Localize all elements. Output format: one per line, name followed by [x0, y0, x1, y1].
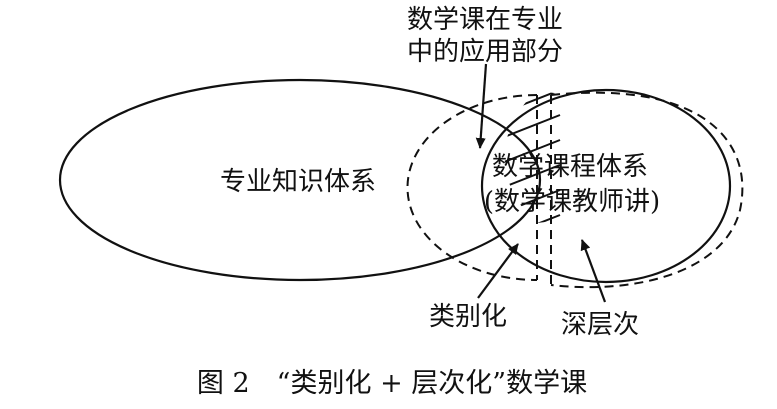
- label-application-line1: 数学课在专业: [407, 5, 563, 35]
- category-dashed-boundary: [406, 94, 538, 281]
- label-application-line2: 中的应用部分: [407, 37, 563, 67]
- depth-dashed-boundary: [550, 91, 744, 289]
- label-depth: 深层次: [561, 310, 639, 340]
- arrow-to-category: [477, 243, 519, 299]
- math-course-ellipse: [480, 88, 732, 284]
- label-math-course-line2: (数学课教师讲): [484, 187, 660, 217]
- label-professional-knowledge: 专业知识体系: [220, 167, 376, 197]
- label-math-course-line1: 数学课程体系: [492, 152, 648, 182]
- professional-knowledge-ellipse: [58, 78, 542, 282]
- label-category: 类别化: [429, 302, 507, 332]
- arrow-to-application: [475, 63, 488, 149]
- figure-caption: 图 2 “类别化 + 层次化”数学课: [197, 368, 587, 399]
- arrow-to-depth: [580, 239, 607, 303]
